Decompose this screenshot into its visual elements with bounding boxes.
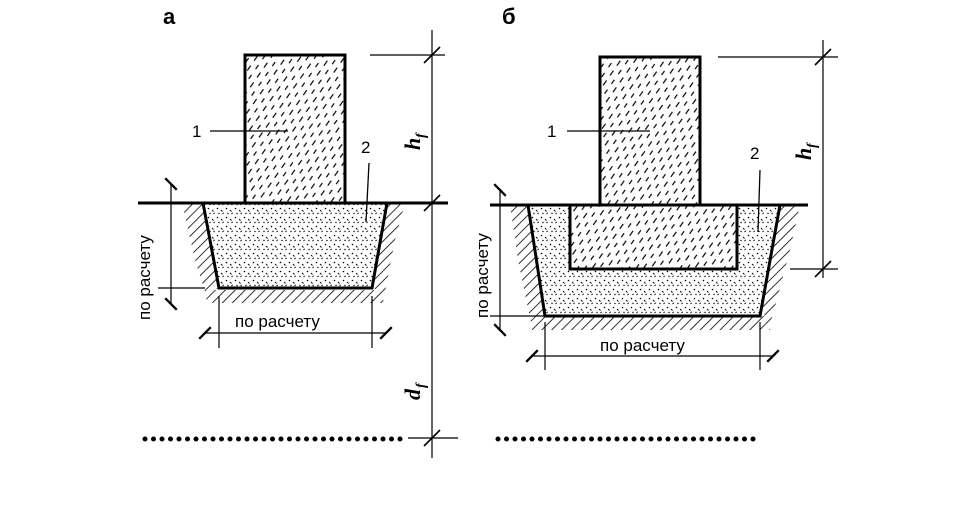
panel-b-letter: б [502,4,516,29]
panel-a-label-1: 1 [192,122,201,141]
panel-a-label-2: 2 [361,138,370,157]
panel-a-df-label: d f [400,382,429,400]
panel-b-hf-symbol: h [791,148,816,160]
panel-a-hdim-text: по расчету [235,312,320,331]
panel-b-vdim-text: по расчету [473,233,492,318]
panel-b-hf-subscript: f [805,142,820,148]
panel-b-label-1: 1 [547,122,556,141]
panel-a-sand-cushion [201,201,389,290]
panel-a-df-symbol: d [400,388,425,400]
panel-a: а 1 2 по расчету по расчету h [135,4,458,458]
panel-b-hf-label: h f [791,142,820,160]
panel-b-hdim-text: по расчету [600,336,685,355]
panel-b-foundation [568,55,739,271]
panel-a-vdim-text: по расчету [135,235,154,320]
panel-a-hf-subscript: f [414,132,429,138]
panel-a-foundation [243,53,347,205]
panel-a-hf-label: h f [400,132,429,150]
panel-b-hf-tick-bottom [814,260,832,278]
panel-b: б 1 2 h f по расчету по [473,4,838,442]
panel-b-soil-bottom [530,316,772,330]
panel-a-soil-right [372,203,405,292]
panel-a-leader-2 [365,162,370,223]
panel-b-soil-left [510,205,545,318]
panel-a-hf-symbol: h [400,138,425,150]
panel-b-leader-2 [757,169,761,233]
panel-a-tick-mid [423,194,441,212]
panel-a-soil-bottom [205,290,385,303]
panel-a-tick-top [423,46,441,64]
panel-a-soil-left [182,203,219,292]
panel-b-hf-tick-top [814,48,832,66]
panel-b-label-2: 2 [750,144,759,163]
panel-b-soil-right [760,205,800,318]
panel-a-letter: а [163,4,176,29]
panel-a-df-subscript: f [414,382,429,388]
